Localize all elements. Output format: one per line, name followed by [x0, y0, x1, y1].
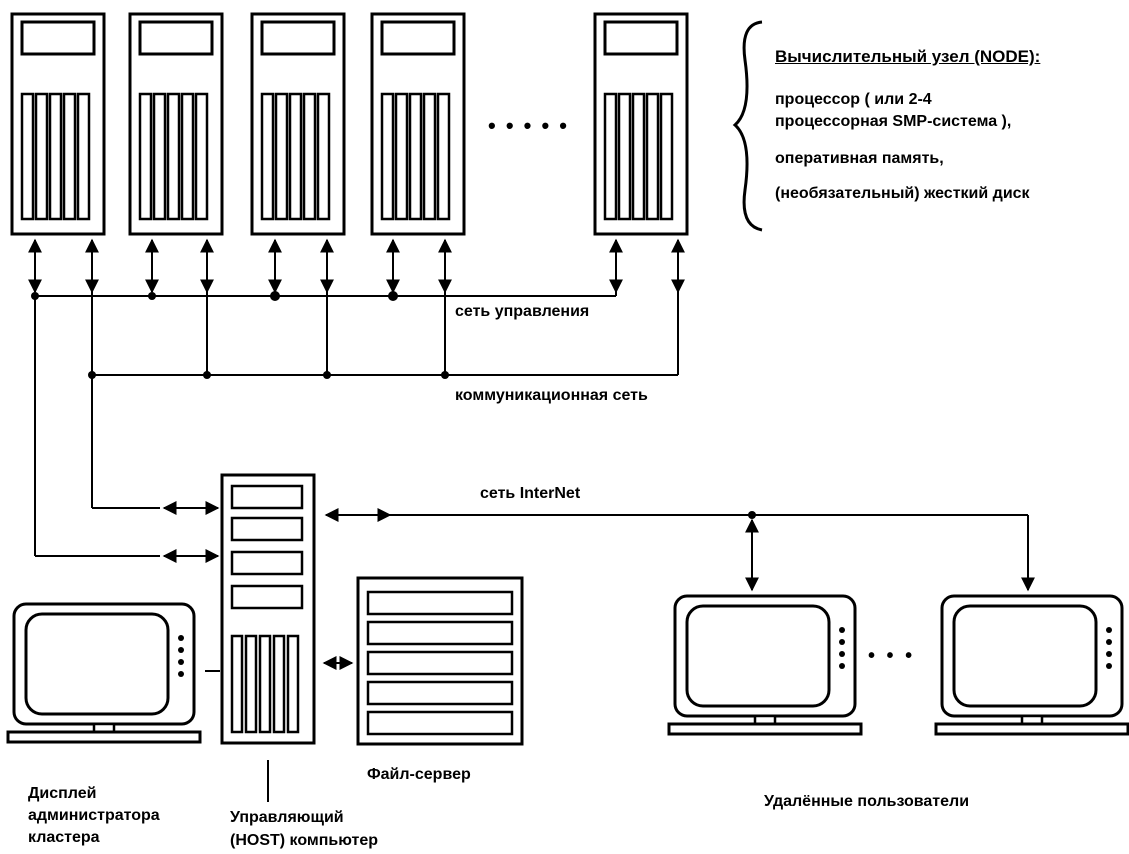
legend-brace: [732, 20, 763, 232]
host-computer: [220, 473, 316, 745]
internet-network-label: сеть InterNet: [480, 485, 581, 502]
file-server: [356, 576, 524, 746]
legend-line-2: процессорная SMP-система ),: [775, 113, 1012, 130]
admin-display-label-line-2: администратора: [28, 807, 160, 824]
legend-line-4: (необязательный) жесткий диск: [775, 185, 1030, 202]
control-network-label: сеть управления: [455, 303, 590, 320]
remote-user-n: [934, 594, 1129, 736]
host-label-line-2: (HOST) компьютер: [230, 832, 379, 849]
file-server-label: Файл-сервер: [367, 766, 471, 783]
communication-network-joints: [88, 371, 449, 379]
control-network: [34, 292, 617, 556]
node-links: [28, 238, 685, 294]
compute-node-3: [250, 12, 346, 236]
admin-display: [6, 602, 202, 744]
remote-users-label: Удалённые пользователи: [764, 793, 970, 810]
internet-network: [324, 508, 1035, 592]
admin-display-label-line-1: Дисплей: [28, 785, 97, 802]
nodes-ellipsis: • • • • •: [488, 113, 569, 138]
compute-node-n: [593, 12, 689, 236]
users-ellipsis: • • •: [868, 645, 916, 667]
compute-node-1: [10, 12, 106, 236]
legend-line-1: процессор ( или 2-4: [775, 91, 932, 108]
host-label-line-1: Управляющий: [230, 809, 344, 826]
legend-line-3: оперативная память,: [775, 150, 944, 167]
legend-title: Вычислительный узел (NODE):: [775, 47, 1041, 66]
communication-network: [91, 292, 679, 508]
host-links: [35, 501, 220, 563]
internet-joint: [748, 511, 756, 519]
communication-network-label: коммуникационная сеть: [455, 387, 648, 404]
remote-user-1: [667, 594, 863, 736]
compute-node-2: [128, 12, 224, 236]
control-network-joints: [31, 291, 398, 301]
compute-node-4: [370, 12, 466, 236]
admin-display-label-line-3: кластера: [28, 829, 100, 846]
